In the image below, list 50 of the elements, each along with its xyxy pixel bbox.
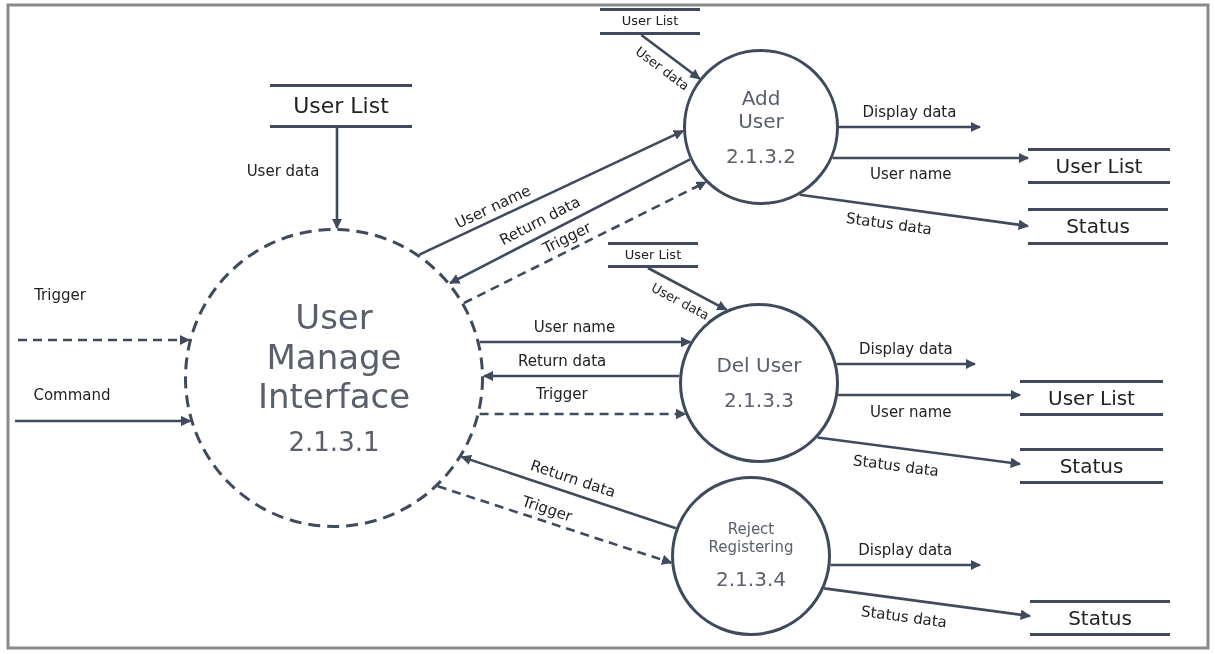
arrow <box>18 334 190 346</box>
arrow <box>331 128 343 230</box>
data-store <box>608 242 698 268</box>
process-number: 2.1.3.1 <box>288 427 380 458</box>
data-store-name: Status <box>1068 606 1132 630</box>
arrow <box>817 436 1022 468</box>
arrow <box>449 158 691 285</box>
process-name: Del User <box>715 354 803 377</box>
dashed-process-circle <box>184 228 484 528</box>
data-store-name: Status <box>1059 454 1124 478</box>
arrow <box>823 587 1032 620</box>
process-circle <box>671 476 831 636</box>
data-store-name: Status <box>1066 215 1130 238</box>
process-name: User Manage Interface <box>256 298 412 416</box>
arrow <box>830 559 982 571</box>
arrow <box>838 389 1022 401</box>
process-number: 2.1.3.2 <box>726 144 796 168</box>
data-store-name: User List <box>293 93 389 119</box>
data-store <box>1020 448 1163 484</box>
data-store <box>1030 600 1170 636</box>
data-store <box>1028 148 1170 184</box>
arrow <box>482 370 680 382</box>
edge-label: Trigger <box>534 385 590 403</box>
data-store-name: User List <box>624 247 682 263</box>
arrow <box>418 129 685 256</box>
data-store <box>1028 208 1168 245</box>
arrow <box>647 266 728 312</box>
arrow <box>640 33 701 80</box>
arrow <box>479 408 687 420</box>
arrow <box>437 485 673 565</box>
data-store <box>600 8 700 35</box>
data-store-name: User List <box>1055 154 1143 178</box>
edge-label: Display data <box>860 103 959 121</box>
edge-label: Trigger <box>32 286 88 304</box>
data-store-name: User List <box>621 14 679 29</box>
data-store <box>1020 380 1163 416</box>
arrow <box>799 193 1030 230</box>
process-name: Reject Registering <box>707 521 795 556</box>
data-store-name: User List <box>1048 386 1135 410</box>
arrow <box>15 415 192 427</box>
arrow <box>836 358 977 370</box>
arrow <box>839 121 982 133</box>
process-name: Add User <box>737 86 785 133</box>
arrow <box>832 152 1030 164</box>
process-number: 2.1.3.3 <box>724 389 794 412</box>
data-store <box>270 84 412 128</box>
arrow <box>479 336 692 348</box>
arrow <box>463 180 707 305</box>
process-number: 2.1.3.4 <box>716 567 786 591</box>
arrow <box>460 454 677 530</box>
